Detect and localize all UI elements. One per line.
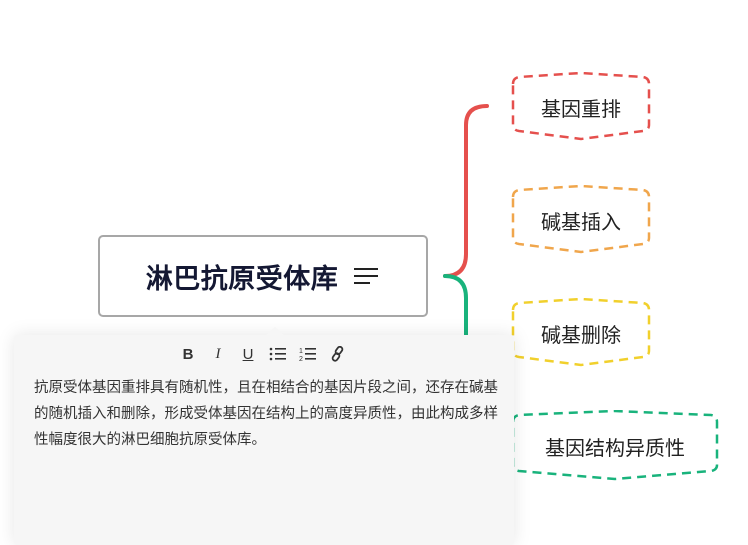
note-lines-icon[interactable] xyxy=(354,265,380,287)
bullet-list-button[interactable] xyxy=(269,344,287,364)
numbered-list-icon: 12 xyxy=(299,348,316,362)
bold-button[interactable]: B xyxy=(182,345,194,363)
link-icon xyxy=(331,346,344,362)
link-button[interactable] xyxy=(329,344,347,364)
root-topic[interactable]: 淋巴抗原受体库 xyxy=(98,235,428,317)
svg-text:2: 2 xyxy=(299,356,303,362)
italic-button[interactable]: I xyxy=(215,345,221,362)
subtopic-base-deletion[interactable]: 碱基删除 xyxy=(510,298,652,368)
subtopic-gene-rearrangement[interactable]: 基因重排 xyxy=(510,72,652,142)
note-pointer xyxy=(266,327,284,335)
underline-button[interactable]: U xyxy=(242,345,254,363)
note-text[interactable]: 抗原受体基因重排具有随机性，且在相结合的基因片段之间，还存在碱基的随机插入和删除… xyxy=(34,380,498,448)
root-topic-title: 淋巴抗原受体库 xyxy=(145,263,339,295)
svg-text:1: 1 xyxy=(299,348,303,355)
bullet-list-icon xyxy=(269,347,286,361)
subtopic-gene-structure-heterogeneity[interactable]: 基因结构异质性 xyxy=(510,410,720,482)
subtopic-base-insertion[interactable]: 碱基插入 xyxy=(510,185,652,255)
